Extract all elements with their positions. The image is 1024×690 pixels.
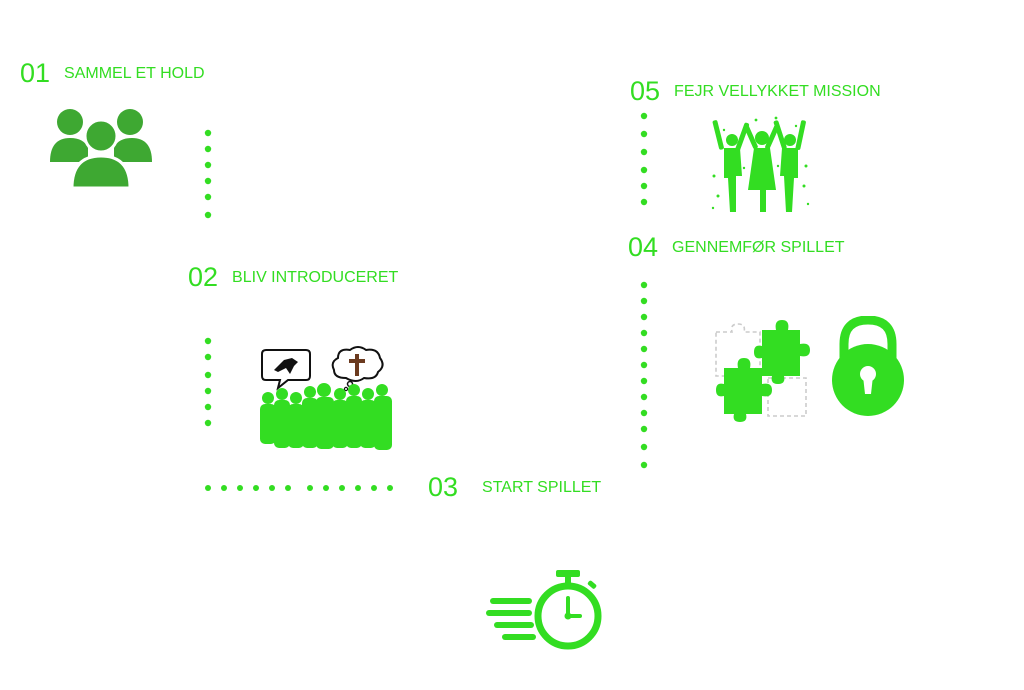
connector-02-03-horizontal — [205, 485, 393, 491]
step-number: 03 — [428, 472, 459, 502]
padlock-icon — [832, 316, 904, 416]
connector-04-05 — [640, 112, 648, 206]
connector-01-02 — [204, 129, 212, 219]
step-label: START SPILLET — [482, 478, 602, 496]
step-number: 05 — [630, 76, 661, 106]
stopwatch-icon — [486, 570, 602, 650]
team-icon — [50, 109, 152, 190]
step-label: FEJR VELLYKKET MISSION — [674, 82, 881, 100]
celebration-icon — [711, 116, 810, 212]
step-05: 05 FEJR VELLYKKET MISSION — [630, 78, 881, 105]
connector-02-03-vertical — [204, 337, 212, 427]
step-label: BLIV INTRODUCERET — [232, 268, 399, 286]
connector-03-04 — [640, 281, 648, 469]
step-label: SAMMEL ET HOLD — [64, 64, 205, 82]
step-label: GENNEMFØR SPILLET — [672, 238, 845, 256]
crowd-speech-icon — [260, 346, 392, 450]
step-number: 04 — [628, 232, 659, 262]
puzzle-icon — [715, 320, 810, 422]
step-04: 04 GENNEMFØR SPILLET — [628, 234, 845, 261]
step-01: 01 SAMMEL ET HOLD — [20, 60, 205, 87]
step-02: 02 BLIV INTRODUCERET — [188, 264, 398, 291]
step-number: 02 — [188, 262, 219, 292]
step-number: 01 — [20, 58, 51, 88]
step-03: 03 START SPILLET — [428, 474, 601, 501]
